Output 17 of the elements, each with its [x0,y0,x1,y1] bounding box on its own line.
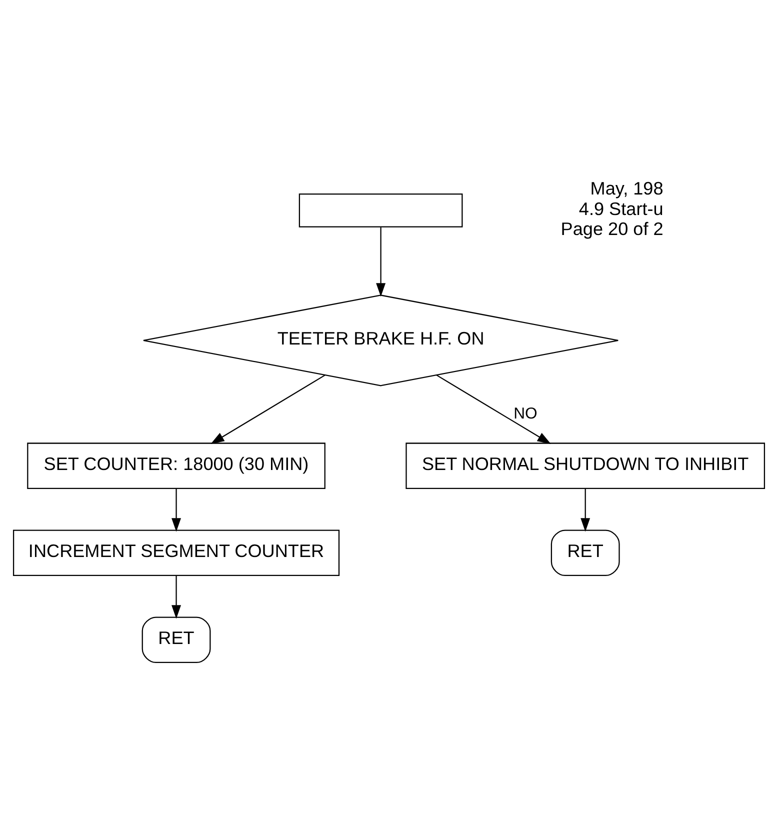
arrow [171,488,181,532]
node-diamond: TEETER BRAKE H.F. ON [142,294,618,386]
node-box: SET COUNTER: 18000 (30 MIN) [26,442,325,490]
label: 4.9 Start-u [578,198,663,219]
edge-label: NO [513,406,537,423]
node-box: RET [550,530,620,576]
label: May, 198 [590,178,663,198]
arrow [436,374,550,444]
node-box: RET [141,616,210,664]
arrow [376,227,386,297]
label: Page 20 of 2 [560,219,663,240]
node-box [298,194,462,228]
arrow [210,374,325,444]
arrow [580,488,590,532]
node-box: INCREMENT SEGMENT COUNTER [12,530,340,576]
arrow [171,576,181,619]
node-box: SET NORMAL SHUTDOWN TO INHIBIT [405,442,765,490]
